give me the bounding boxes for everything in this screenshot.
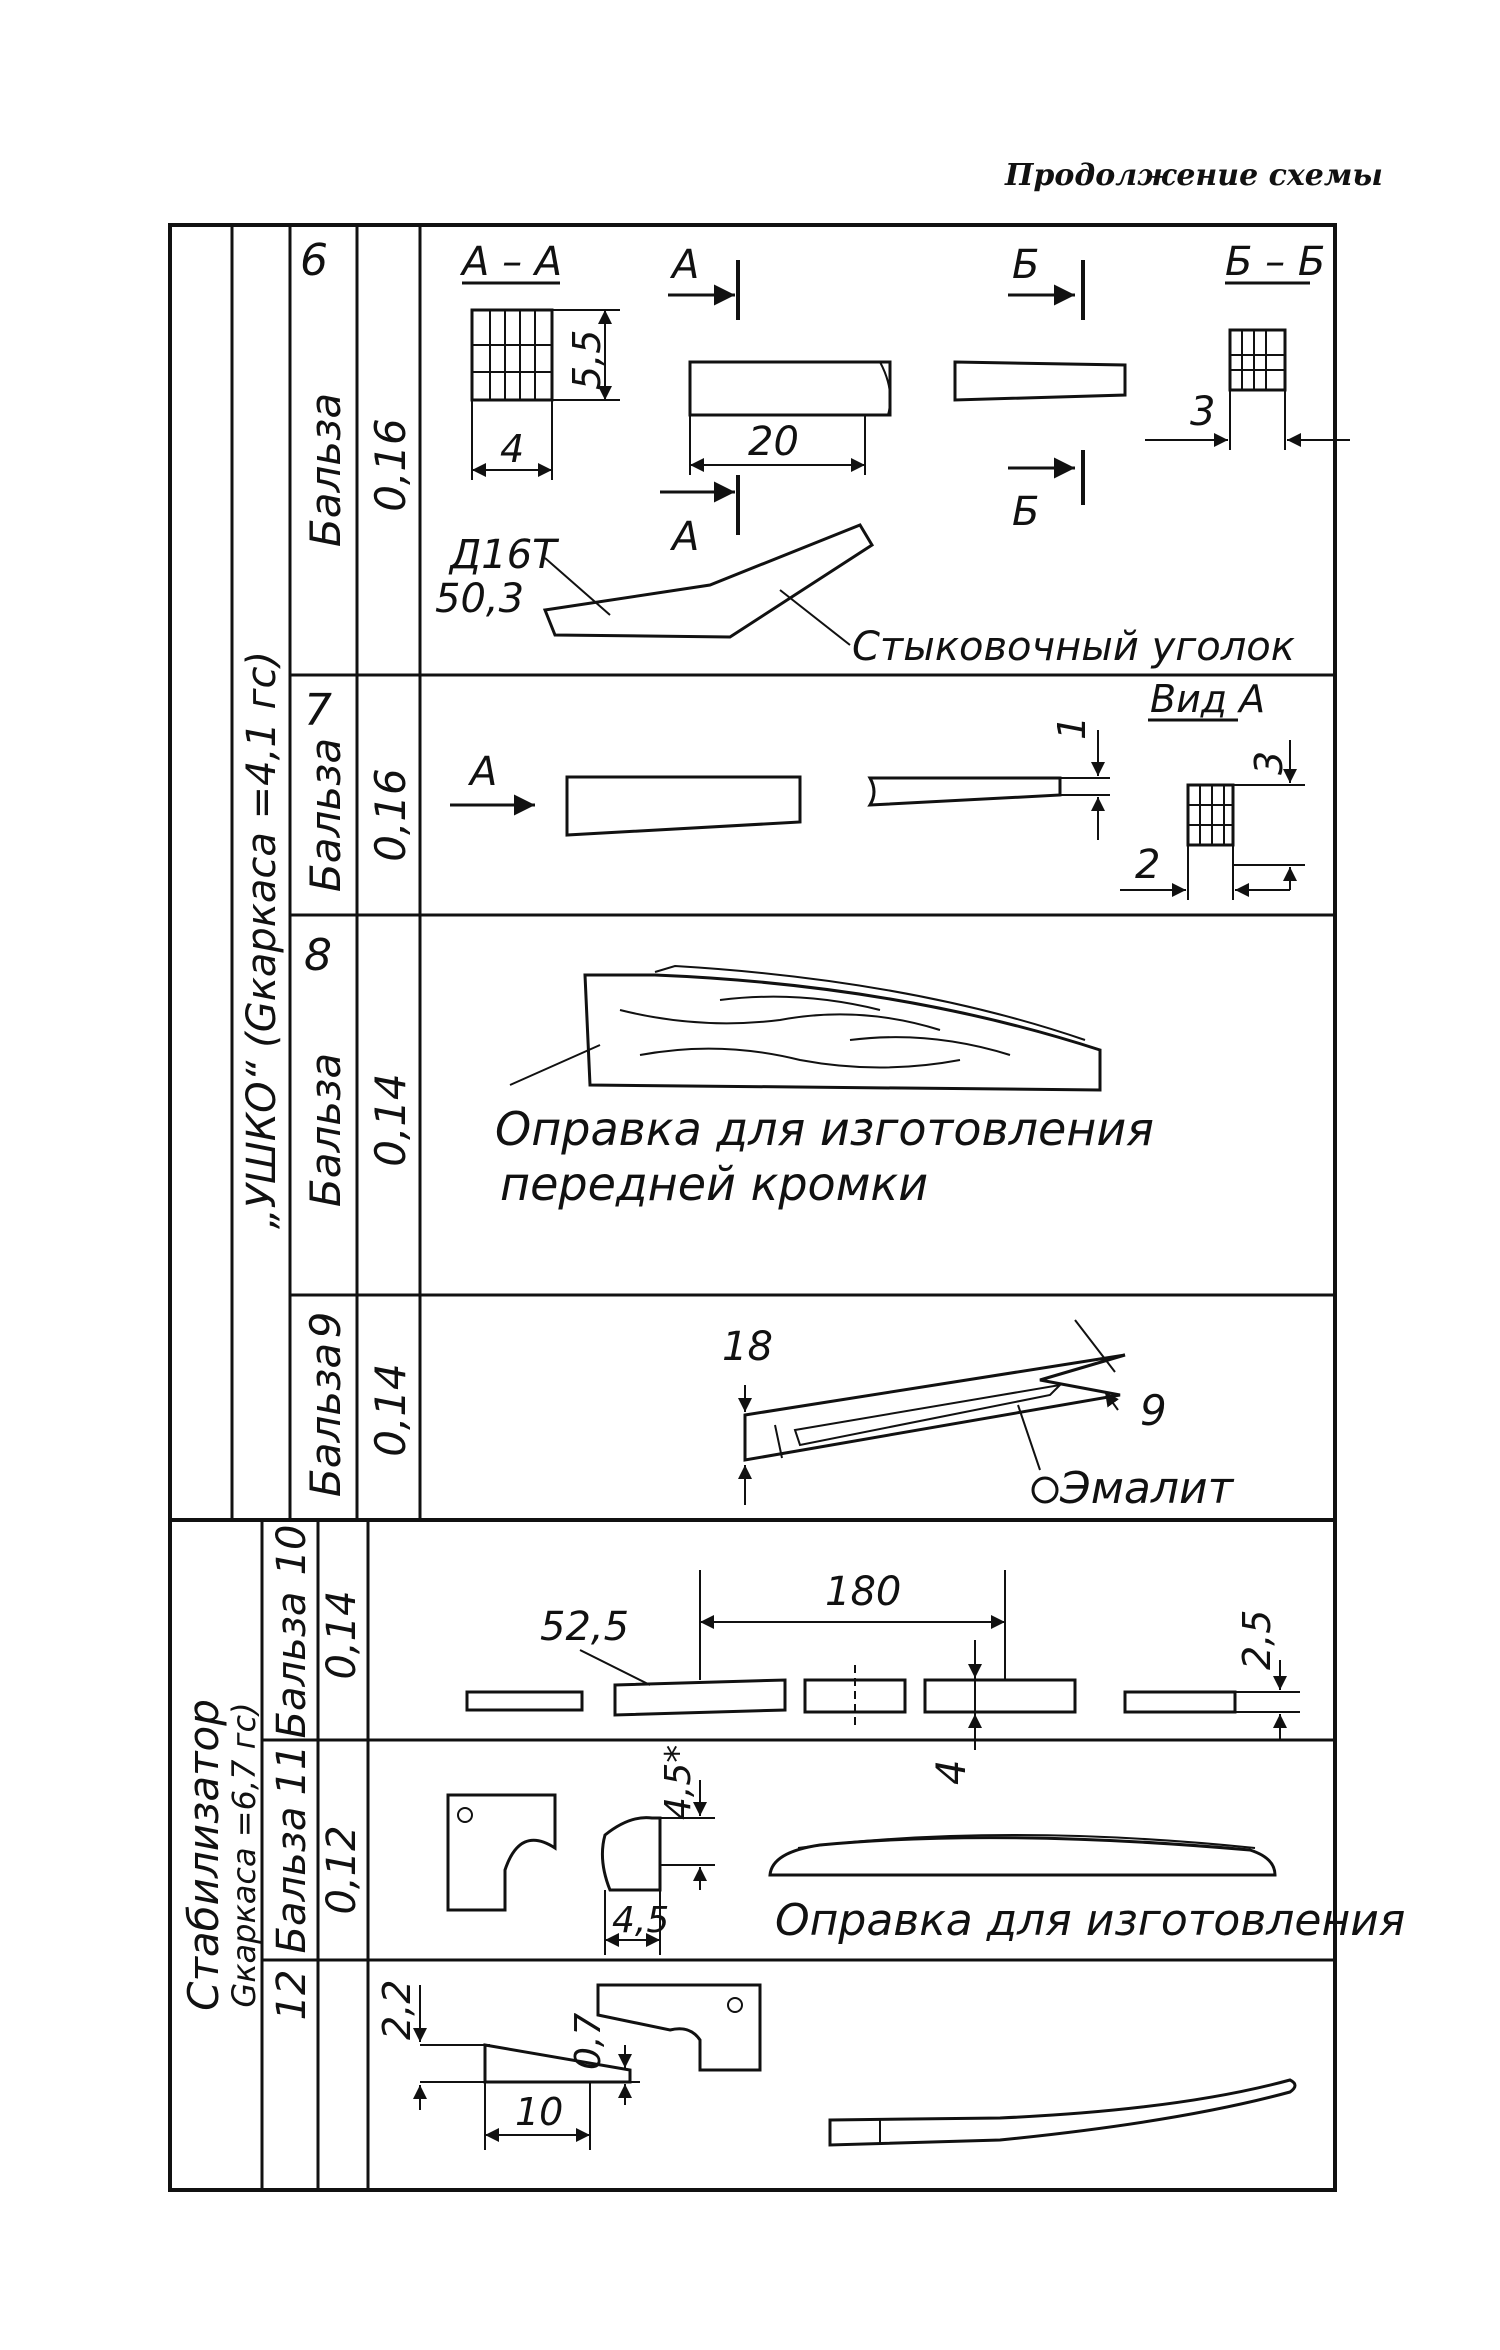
cut-mark-a-top: А: [669, 242, 699, 288]
dim-4: 4: [500, 427, 524, 471]
group-label-stabilizer-1: Стабилизатор: [179, 1699, 228, 2011]
dim-0-7: 0,7: [568, 2013, 609, 2070]
dim-3: 3: [1190, 389, 1215, 435]
drawing-row-8: Оправка для изготовления передней кромки: [495, 964, 1154, 1211]
row-thickness: 0,12: [319, 1825, 365, 1914]
dim-1: 1: [1050, 716, 1094, 740]
row-number: 10: [269, 1525, 315, 1576]
row-number: 6: [300, 235, 328, 286]
group-label-stabilizer-2: Gкаркаса =6,7 гс): [225, 1702, 263, 2007]
row-thickness: 0,14: [366, 1073, 415, 1167]
mandrel-caption-1: Оправка для изготовления: [495, 1102, 1154, 1156]
row-material: Бальза: [301, 738, 350, 892]
drawing-row-11: 4,5* 4,5 Оправка для изготовления: [446, 1745, 1405, 1955]
cut-mark-a: А: [467, 749, 497, 795]
row-thickness: 0,14: [366, 1363, 415, 1457]
table-grid: [168, 223, 1337, 2192]
dim-5-5: 5,5: [565, 330, 609, 390]
row-material: Бальза: [301, 1053, 350, 1207]
dim-2-5: 2,5: [1235, 1610, 1279, 1670]
material-code: Д16Т: [448, 532, 560, 578]
drawing-row-7: А 1 Вид А 3 2: [450, 677, 1305, 900]
row-number: 11: [269, 1745, 315, 1796]
row-thickness: 0,14: [319, 1590, 365, 1679]
section-bb-label: Б – Б: [1225, 239, 1325, 285]
cut-mark-b-bottom: Б: [1012, 489, 1039, 535]
dim-20: 20: [748, 419, 799, 465]
group-label-ushko: „УШКО“ (Gкаркаса =4,1 гс): [239, 651, 285, 1229]
dim-2-2: 2,2: [375, 1980, 419, 2040]
part-name-docking-bracket: Стыковочный уголок: [852, 624, 1295, 670]
mandrel-caption: Оправка для изготовления: [775, 1895, 1405, 1946]
dim-4-5-star: 4,5*: [658, 1745, 699, 1820]
continuation-header: Продолжение схемы: [1005, 158, 1383, 193]
section-aa-label: А – А: [459, 239, 562, 285]
cut-mark-b-top: Б: [1012, 242, 1039, 288]
row-number: 7: [304, 685, 332, 736]
row-material: Бальза: [301, 393, 350, 547]
row-material: Бальза: [269, 1592, 315, 1739]
cut-mark-a-bottom: А: [669, 514, 699, 560]
dim-9: 9: [1140, 1386, 1167, 1435]
dim-52-5: 52,5: [540, 1604, 629, 1650]
row-material: Бальза: [301, 1343, 350, 1497]
mandrel-caption-2: передней кромки: [500, 1157, 928, 1211]
dim-18: 18: [722, 1324, 773, 1370]
dim-3: 3: [1247, 751, 1291, 775]
dim-180: 180: [825, 1569, 901, 1615]
enamel-wire-label: Эмалит: [1059, 1463, 1235, 1514]
row-number: 12: [269, 1970, 315, 2021]
dim-4: 4: [929, 1760, 975, 1785]
view-a-label: Вид А: [1150, 677, 1265, 721]
drawing-row-10: 52,5 180 4 2,5: [465, 1569, 1300, 1785]
drawing-row-12: 2,2 0,7 10: [375, 1980, 1297, 2150]
material-size: 50,3: [435, 576, 524, 622]
row-thickness: 0,16: [366, 768, 415, 862]
row-number: 9: [301, 1312, 350, 1339]
dim-2: 2: [1135, 842, 1160, 888]
dim-4-5: 4,5: [612, 1900, 669, 1941]
dim-10: 10: [515, 2090, 563, 2134]
drawing-row-6: А – А 5,5 4 А 20 А Б: [435, 239, 1350, 670]
row-number: 8: [304, 930, 332, 981]
row-thickness: 0,16: [366, 418, 415, 512]
drawing-row-9: 18 9 Эмалит: [722, 1319, 1235, 1514]
row-material: Бальза: [269, 1807, 315, 1954]
